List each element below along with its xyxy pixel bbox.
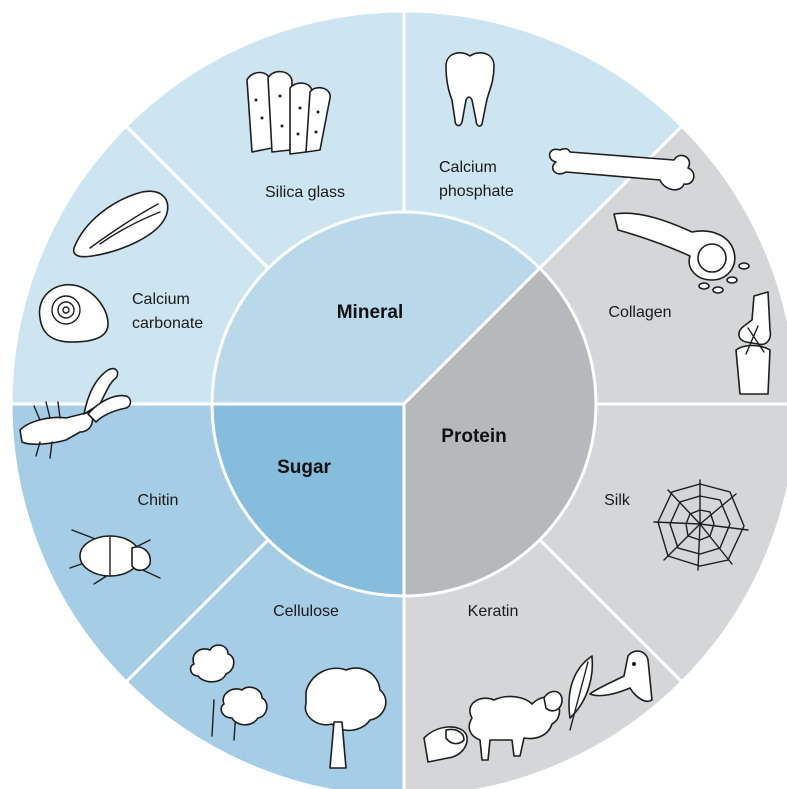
- material-label-calcium-phosphate-line2: phosphate: [439, 183, 514, 200]
- material-label-silk: Silk: [604, 492, 631, 509]
- inner-circle: [212, 212, 596, 596]
- category-label-mineral: Mineral: [337, 302, 404, 323]
- material-label-calcium-phosphate-line1: Calcium: [439, 159, 497, 176]
- material-label-calcium-carbonate-line2: carbonate: [132, 315, 203, 332]
- material-label-silica-glass: Silica glass: [265, 184, 345, 201]
- material-label-calcium-carbonate-line1: Calcium: [132, 291, 190, 308]
- material-label-collagen: Collagen: [608, 304, 671, 321]
- material-label-cellulose: Cellulose: [273, 603, 339, 620]
- category-label-protein: Protein: [441, 426, 506, 447]
- category-label-sugar: Sugar: [277, 457, 331, 478]
- material-label-chitin: Chitin: [138, 492, 179, 509]
- material-label-keratin: Keratin: [468, 603, 519, 620]
